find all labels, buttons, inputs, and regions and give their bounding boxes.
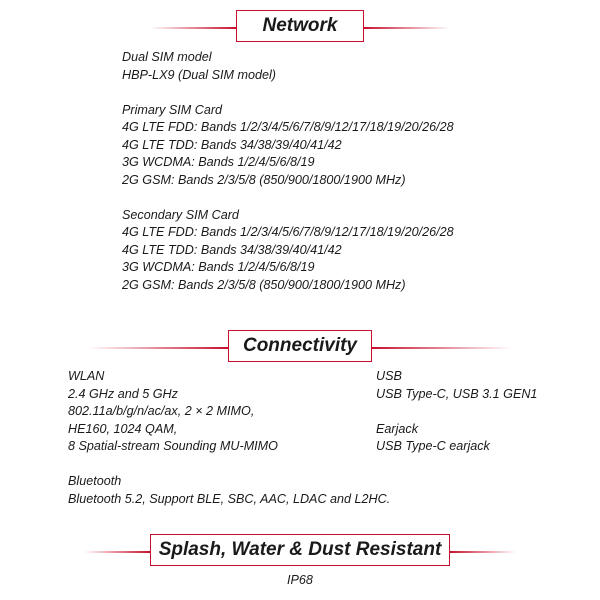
primary-gsm: 2G GSM: Bands 2/3/5/8 (850/900/1800/1900… <box>122 172 406 187</box>
header-line-left <box>88 347 228 349</box>
secondary-sim-label: Secondary SIM Card <box>122 207 239 222</box>
wlan-line-1: 2.4 GHz and 5 GHz <box>68 386 178 401</box>
resistance-section-header: Splash, Water & Dust Resistant <box>0 534 600 570</box>
model-value: HBP-LX9 (Dual SIM model) <box>122 67 276 82</box>
wlan-line-4: 8 Spatial-stream Sounding MU-MIMO <box>68 439 278 453</box>
resistance-title: Splash, Water & Dust Resistant <box>150 534 450 566</box>
secondary-gsm: 2G GSM: Bands 2/3/5/8 (850/900/1800/1900… <box>122 277 406 292</box>
usb-value: USB Type-C, USB 3.1 GEN1 <box>376 386 538 401</box>
connectivity-section-header: Connectivity <box>0 330 600 366</box>
secondary-lte-fdd: 4G LTE FDD: Bands 1/2/3/4/5/6/7/8/9/12/1… <box>122 225 454 239</box>
secondary-wcdma: 3G WCDMA: Bands 1/2/4/5/6/8/19 <box>122 260 315 274</box>
earjack-label: Earjack <box>376 421 418 436</box>
secondary-lte-tdd: 4G LTE TDD: Bands 34/38/39/40/41/42 <box>122 242 342 257</box>
network-section-header: Network <box>0 10 600 46</box>
primary-lte-fdd: 4G LTE FDD: Bands 1/2/3/4/5/6/7/8/9/12/1… <box>122 120 454 134</box>
header-line-left <box>84 551 150 553</box>
network-details: Dual SIM model HBP-LX9 (Dual SIM model) … <box>122 49 454 294</box>
header-line-right <box>364 27 450 29</box>
wlan-line-3: HE160, 1024 QAM, <box>68 421 178 436</box>
header-line-right <box>372 347 512 349</box>
connectivity-left: WLAN 2.4 GHz and 5 GHz 802.11a/b/g/n/ac/… <box>68 368 390 508</box>
header-line-right <box>450 551 516 553</box>
header-line-left <box>150 27 236 29</box>
resistance-rating: IP68 <box>287 573 313 587</box>
connectivity-right: USB USB Type-C, USB 3.1 GEN1 Earjack USB… <box>376 368 537 456</box>
bluetooth-value: Bluetooth 5.2, Support BLE, SBC, AAC, LD… <box>68 491 391 506</box>
model-label: Dual SIM model <box>122 50 212 64</box>
network-title: Network <box>236 10 364 42</box>
earjack-value: USB Type-C earjack <box>376 439 490 453</box>
connectivity-title: Connectivity <box>228 330 372 362</box>
primary-lte-tdd: 4G LTE TDD: Bands 34/38/39/40/41/42 <box>122 137 342 152</box>
wlan-label: WLAN <box>68 369 105 383</box>
wlan-line-2: 802.11a/b/g/n/ac/ax, 2 × 2 MIMO, <box>68 404 255 418</box>
usb-label: USB <box>376 369 402 383</box>
primary-wcdma: 3G WCDMA: Bands 1/2/4/5/6/8/19 <box>122 155 315 169</box>
primary-sim-label: Primary SIM Card <box>122 102 223 117</box>
bluetooth-label: Bluetooth <box>68 474 122 488</box>
